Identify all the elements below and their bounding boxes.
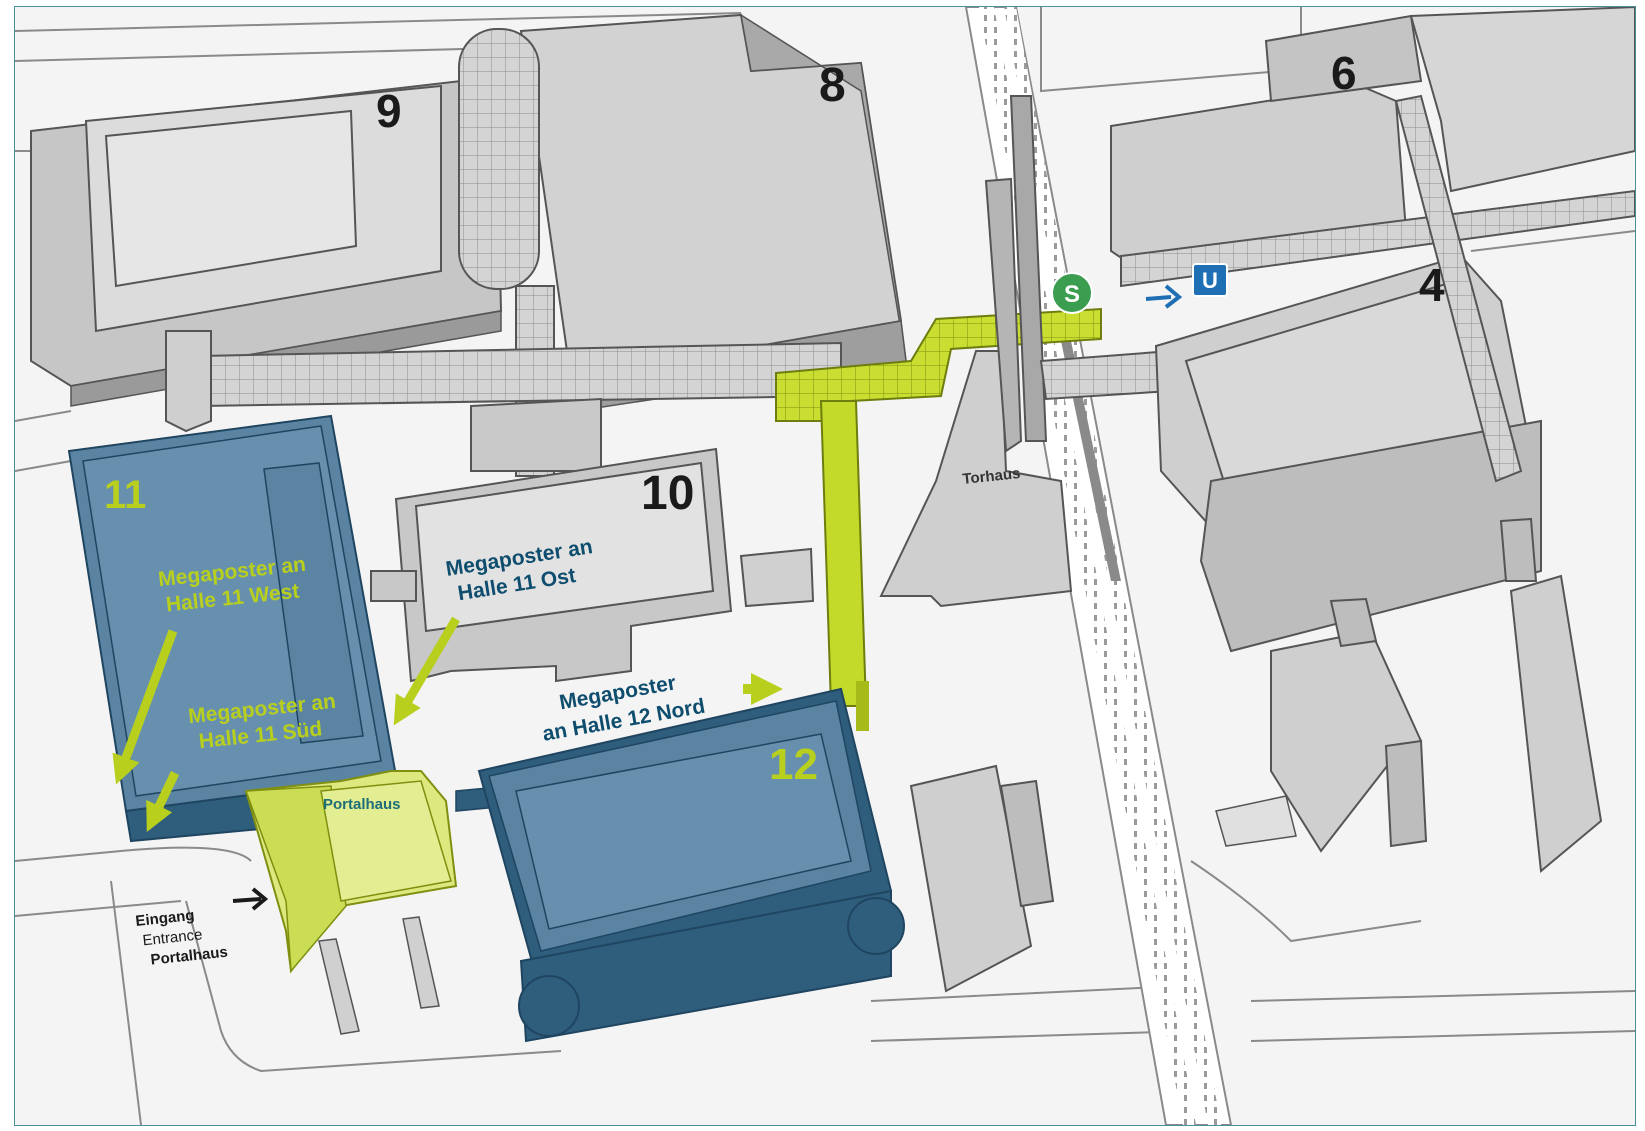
direction-arrow-icon: [1145, 284, 1183, 309]
hall-4: 4: [1154, 94, 1543, 653]
hall-6-number: 6: [1331, 47, 1357, 99]
hall-9-number: 9: [376, 85, 402, 137]
arrow-sued-icon: [146, 771, 180, 832]
hall-10-number: 10: [641, 467, 694, 520]
arrow-ost-icon: [393, 616, 460, 726]
label-entrance: Eingang Entrance Portalhaus: [135, 907, 229, 969]
s-bahn-letter: S: [1064, 281, 1080, 308]
hall-10: 10: [370, 447, 815, 683]
entrance-label: Entrance: [142, 926, 203, 949]
portalhaus-label: Portalhaus: [323, 796, 401, 813]
hall-12: 12: [477, 687, 905, 1043]
hall-6: 6: [1110, 7, 1635, 288]
walkway-grey: [165, 330, 842, 472]
hall-11: 11: [67, 414, 403, 843]
torhaus-label: Torhaus: [962, 465, 1022, 488]
u-bahn-icon: U: [1192, 263, 1228, 297]
hall-4-number: 4: [1419, 259, 1445, 311]
megaposter-arrows: [112, 616, 784, 911]
roads: [15, 7, 1635, 1125]
walkway-highlighted: [775, 307, 1102, 731]
entrance-arrow-icon: [232, 897, 262, 903]
hall-8-number: 8: [819, 59, 846, 112]
exhibition-site-map: 9 8 10 11: [14, 6, 1636, 1126]
south-blocks: [909, 764, 1055, 993]
east-blocks: [1215, 517, 1603, 873]
arrow-west-icon: [112, 629, 178, 785]
eingang-label: Eingang: [135, 907, 196, 930]
u-bahn-letter: U: [1202, 268, 1218, 293]
hall-12-number: 12: [769, 740, 818, 789]
hall-11-number: 11: [104, 473, 146, 517]
s-bahn-icon: S: [1051, 272, 1093, 314]
torhaus: Torhaus: [879, 95, 1172, 608]
map-canvas: 9 8 10 11: [15, 7, 1635, 1125]
